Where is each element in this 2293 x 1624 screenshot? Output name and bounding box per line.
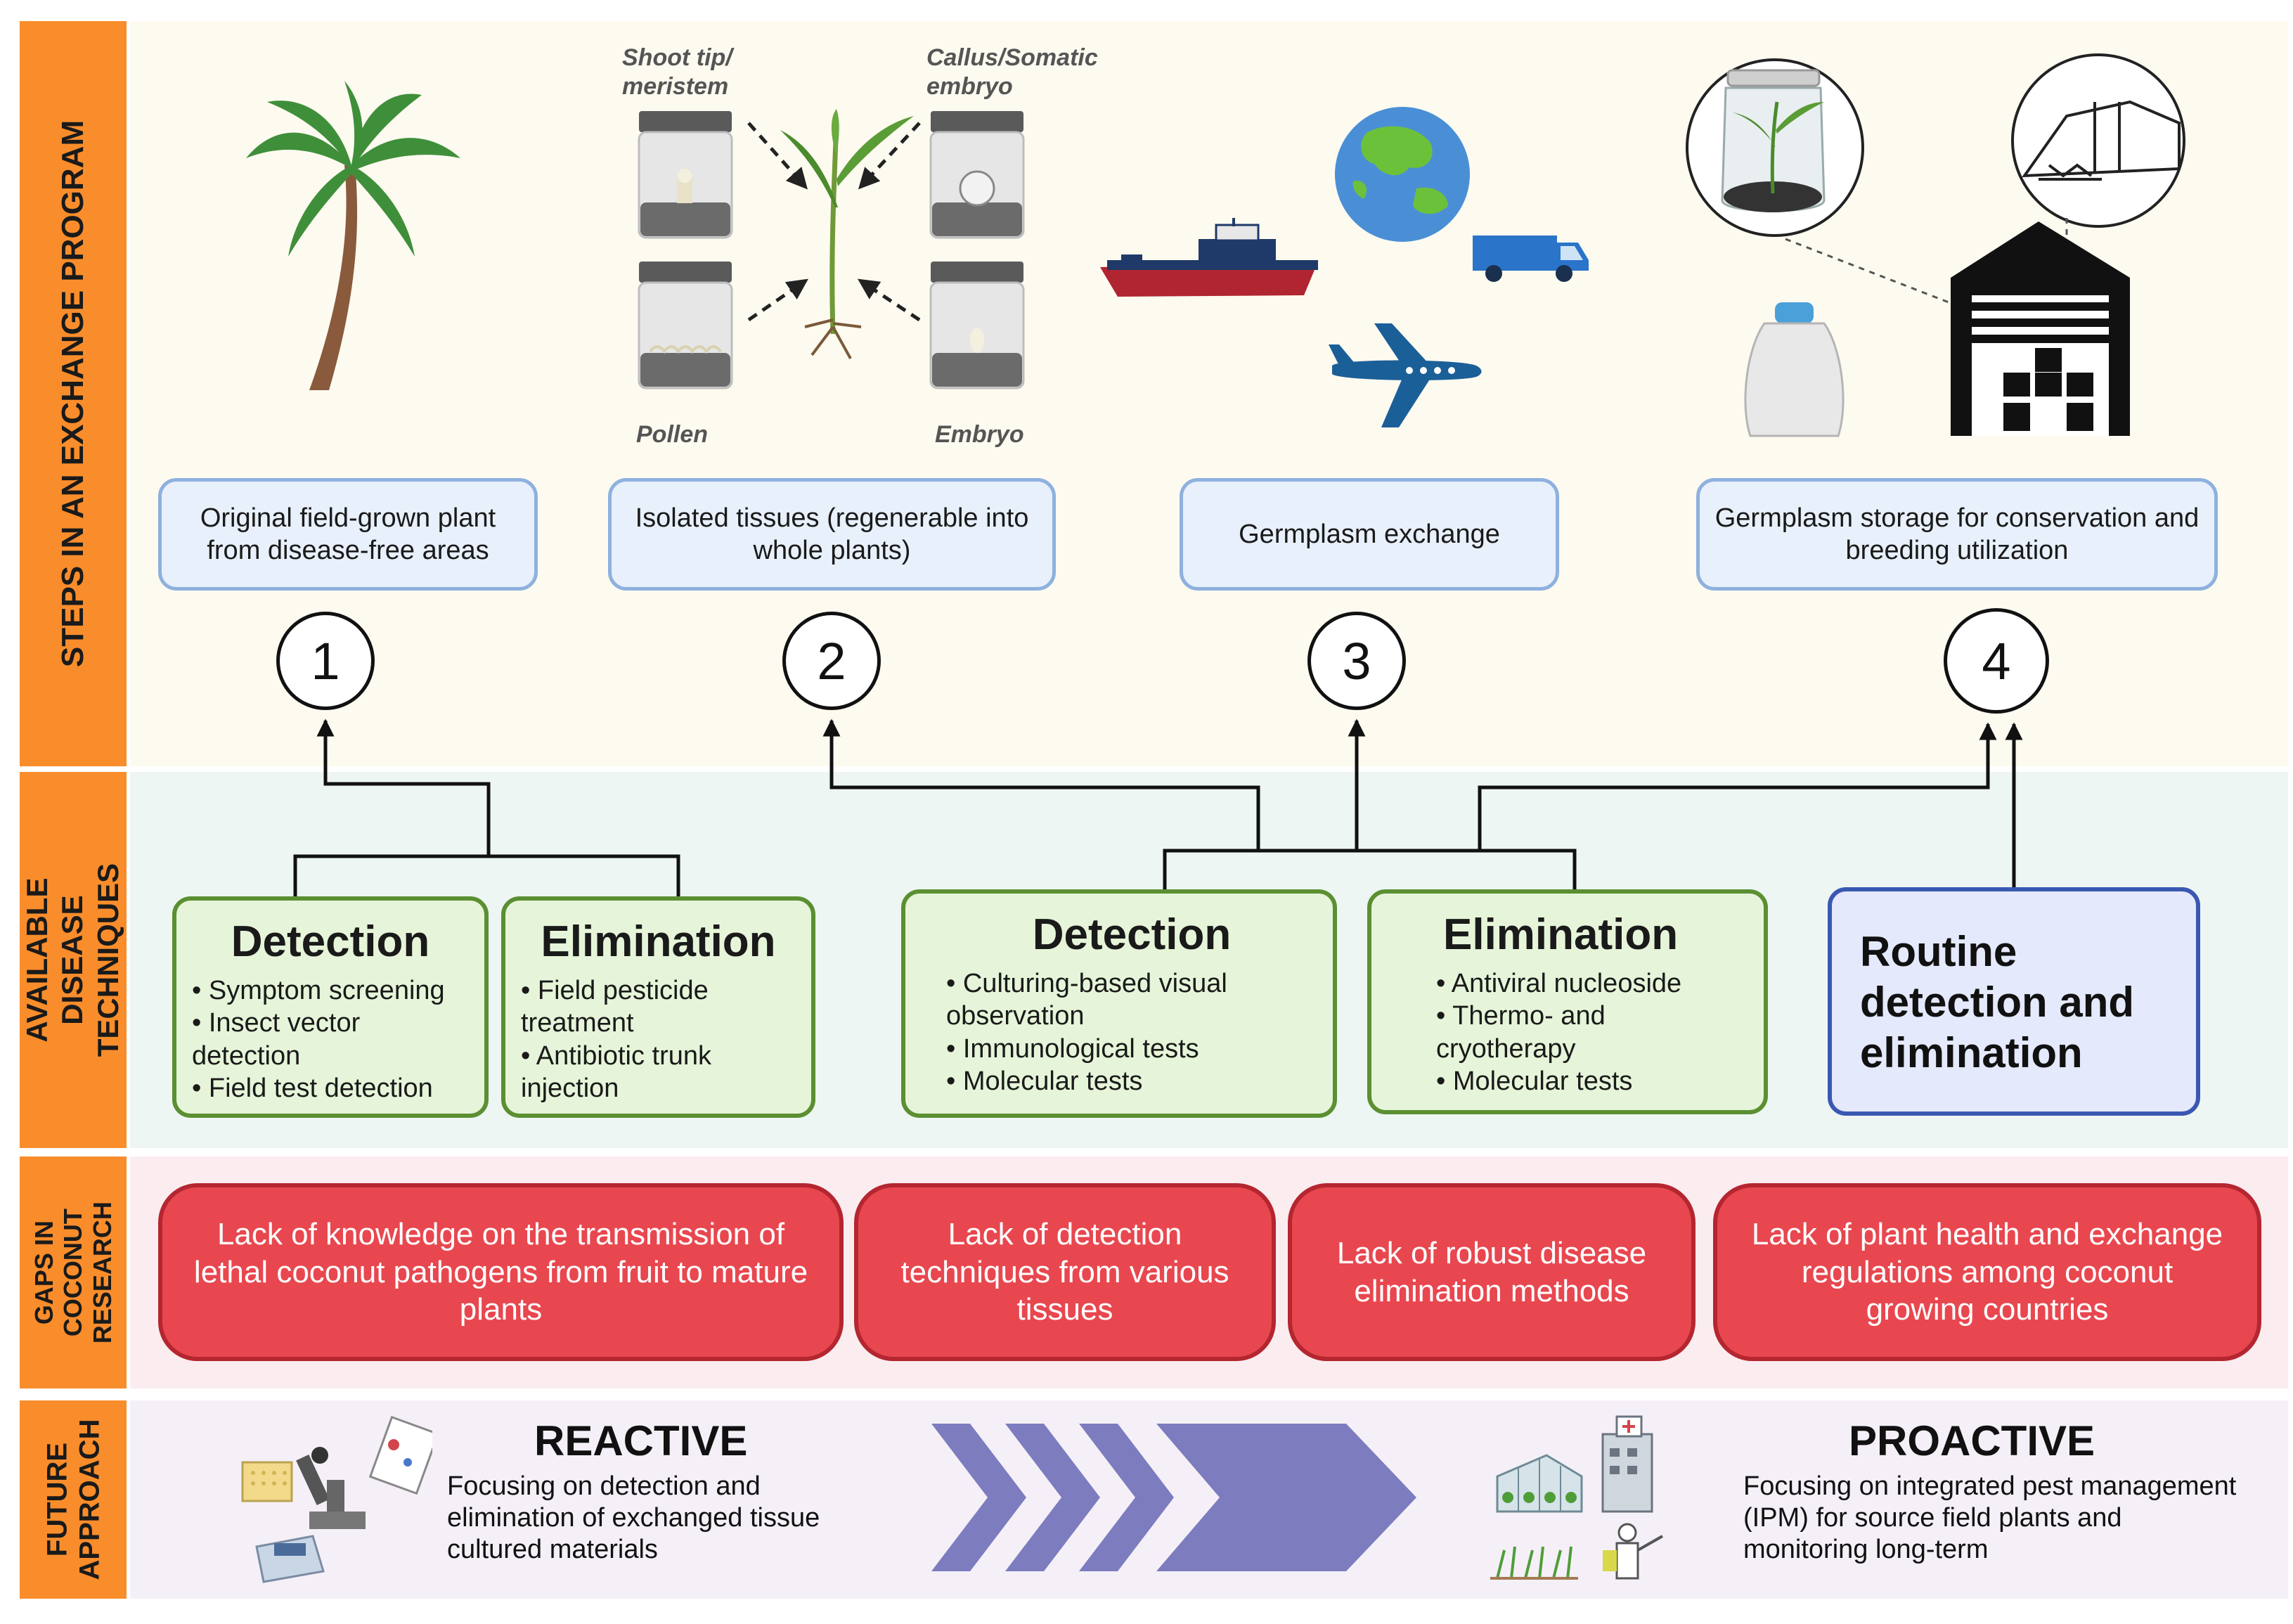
routine-box: Routine detection and elimination [1828,887,2200,1116]
list-item: • Field pesticide treatment [521,976,709,1038]
proactive-title: PROACTIVE [1849,1417,2095,1464]
side-label-techniques: AVAILABLE DISEASE TECHNIQUES [20,772,127,1148]
side-label-gaps: GAPS IN COCONUT RESEARCH [20,1156,127,1388]
culture-jar-embryo-icon [929,262,1025,389]
list-item: • Insect vector detection [192,1008,361,1071]
left-elimination-title: Elimination [541,917,776,966]
list-item: • Antibiotic trunk injection [521,1040,711,1104]
label-shoot-tip: Shoot tip/ meristem [622,44,732,100]
step-box-2: Isolated tissues (regenerable into whole… [608,478,1056,591]
list-item: • Symptom screening [192,976,445,1006]
culture-jar-callus-icon [929,111,1025,239]
globe-icon [1335,107,1470,242]
ipm-greenhouse-icon [1490,1415,1663,1580]
list-item: • Antiviral nucleoside [1436,969,1682,999]
mid-elimination-title: Elimination [1443,910,1679,959]
list-item: • Field test detection [192,1074,433,1104]
connector-lines [293,718,2023,896]
step-number-1: 1 [276,612,375,710]
reactive-text: Focusing on detection and elimination of… [447,1471,820,1564]
mid-elimination-box: Elimination • Antiviral nucleoside • The… [1367,889,1768,1114]
palm-tree-icon [246,81,460,390]
seedling-with-arrows-icon [747,109,921,359]
list-item: • Culturing-based visual observation [946,969,1227,1031]
reactive-title: REACTIVE [534,1417,748,1464]
gap-box-regulations: Lack of plant health and exchange regula… [1713,1183,2261,1361]
culture-jar-shoot-tip-icon [638,111,733,239]
mid-detection-list: • Culturing-based visual observation • I… [946,967,1317,1097]
side-label-future: FUTURE APPROACH [20,1400,127,1599]
label-pollen: Pollen [636,421,709,448]
step-box-4: Germplasm storage for conservation and b… [1696,478,2218,591]
label-embryo: Embryo [935,421,1024,448]
van-icon [1473,236,1589,282]
list-item: • Immunological tests [946,1033,1199,1064]
left-detection-list: • Symptom screening • Insect vector dete… [192,974,469,1104]
gap-box-detection: Lack of detection techniques from variou… [854,1183,1276,1361]
step-box-1: Original field-grown plant from disease-… [158,478,538,591]
side-label-steps: STEPS IN AN EXCHANGE PROGRAM [20,21,127,766]
lab-equipment-icon [241,1415,432,1583]
list-item: • Thermo- and cryotherapy [1436,1001,1606,1064]
gap-box-transmission: Lack of knowledge on the transmission of… [158,1183,844,1361]
label-callus: Callus/Somatic embryo [926,44,1098,100]
gap-box-elimination: Lack of robust disease elimination metho… [1288,1183,1695,1361]
mid-detection-title: Detection [1032,910,1232,959]
chevron-arrows-icon [931,1424,1416,1571]
list-item: • Molecular tests [1436,1066,1633,1097]
left-detection-box: Detection • Symptom screening • Insect v… [172,896,489,1118]
germplasm-storage-illustration [1686,53,2185,437]
left-elimination-box: Elimination • Field pesticide treatment … [501,896,815,1118]
airplane-icon [1329,323,1482,427]
mid-detection-box: Detection • Culturing-based visual obser… [901,889,1337,1118]
proactive-text: Focusing on integrated pest management (… [1743,1471,2237,1564]
left-detection-title: Detection [231,917,430,966]
mid-elimination-list: • Antiviral nucleoside • Thermo- and cry… [1436,967,1748,1097]
step-number-2: 2 [782,612,881,710]
left-elimination-list: • Field pesticide treatment • Antibiotic… [521,974,796,1104]
step-number-3: 3 [1307,612,1406,710]
ship-icon [1100,218,1318,297]
list-item: • Molecular tests [946,1066,1143,1097]
steps-band [130,21,2288,766]
step-number-4: 4 [1944,608,2049,714]
step-box-3: Germplasm exchange [1180,478,1559,591]
culture-jar-pollen-icon [638,262,733,389]
